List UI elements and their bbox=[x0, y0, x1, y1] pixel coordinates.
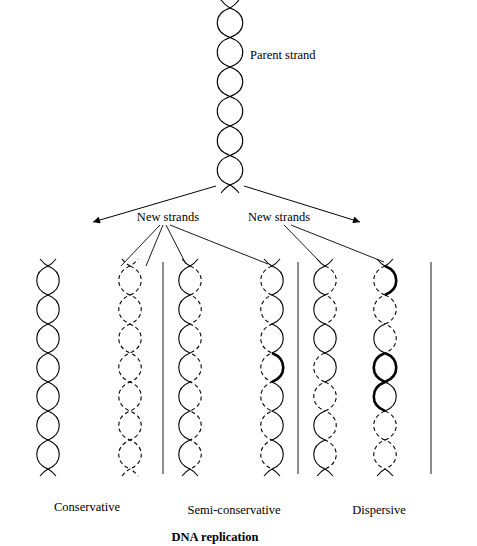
model-name: Semi-conservative bbox=[187, 503, 280, 517]
helix-strand bbox=[272, 266, 283, 353]
helix-strand bbox=[261, 266, 272, 469]
helix-strand bbox=[317, 469, 333, 476]
helix-strand bbox=[272, 353, 283, 382]
helix-strand bbox=[385, 266, 396, 295]
helix-strand bbox=[190, 266, 201, 469]
helix-strand bbox=[314, 353, 325, 411]
helix-strand bbox=[325, 382, 336, 469]
helix-strand bbox=[221, 185, 239, 193]
diagram-title: DNA replication bbox=[172, 530, 259, 544]
helix-strand bbox=[317, 259, 333, 266]
helix-strand bbox=[182, 469, 198, 476]
helix-strand bbox=[374, 353, 385, 411]
helix-strand bbox=[374, 411, 385, 469]
helix-strand bbox=[221, 0, 239, 8]
helix-strand bbox=[122, 259, 138, 266]
helix-strand bbox=[119, 266, 130, 469]
helix-strand bbox=[40, 259, 56, 266]
helix-strand bbox=[130, 266, 141, 469]
panel-divider bbox=[431, 262, 432, 474]
leader-line bbox=[146, 225, 163, 266]
panel-divider bbox=[163, 262, 164, 474]
helix-strand bbox=[264, 259, 280, 266]
helix-strand bbox=[385, 411, 396, 469]
helix-strand bbox=[314, 411, 325, 469]
leader-line bbox=[166, 225, 186, 264]
helix-strand bbox=[179, 266, 190, 469]
helix-strand bbox=[377, 259, 393, 266]
helix-strand bbox=[374, 266, 385, 324]
helix-strand bbox=[385, 295, 396, 353]
helix-strand bbox=[182, 259, 198, 266]
helix-strand bbox=[122, 469, 138, 476]
model-name: Dispersive bbox=[352, 503, 405, 517]
helix-strand bbox=[374, 324, 385, 353]
strand-label: New strands bbox=[137, 210, 199, 224]
helix-strand bbox=[385, 353, 396, 382]
helix-strand bbox=[48, 266, 59, 469]
strand-group: New strands bbox=[248, 208, 360, 226]
helix-strand bbox=[230, 8, 243, 185]
helix-strand bbox=[272, 382, 283, 469]
model-name: Conservative bbox=[54, 500, 120, 514]
helix-strand bbox=[377, 469, 393, 476]
helix-strand bbox=[40, 469, 56, 476]
strand-group: New strands bbox=[93, 208, 205, 226]
leader-line bbox=[291, 225, 384, 262]
leader-line bbox=[170, 225, 268, 264]
panel-divider bbox=[298, 262, 299, 474]
strand-group: Parent strand bbox=[212, 0, 332, 186]
leader-line bbox=[284, 225, 322, 264]
helix-strand bbox=[264, 469, 280, 476]
strand-label: New strands bbox=[248, 210, 310, 224]
helix-strand bbox=[385, 382, 396, 411]
helix-strand bbox=[217, 8, 230, 185]
helix-strand bbox=[314, 266, 325, 353]
helix-strand bbox=[325, 266, 336, 324]
helix-strand bbox=[325, 324, 336, 382]
strand-label: Parent strand bbox=[250, 48, 316, 62]
helix-strand bbox=[37, 266, 48, 469]
